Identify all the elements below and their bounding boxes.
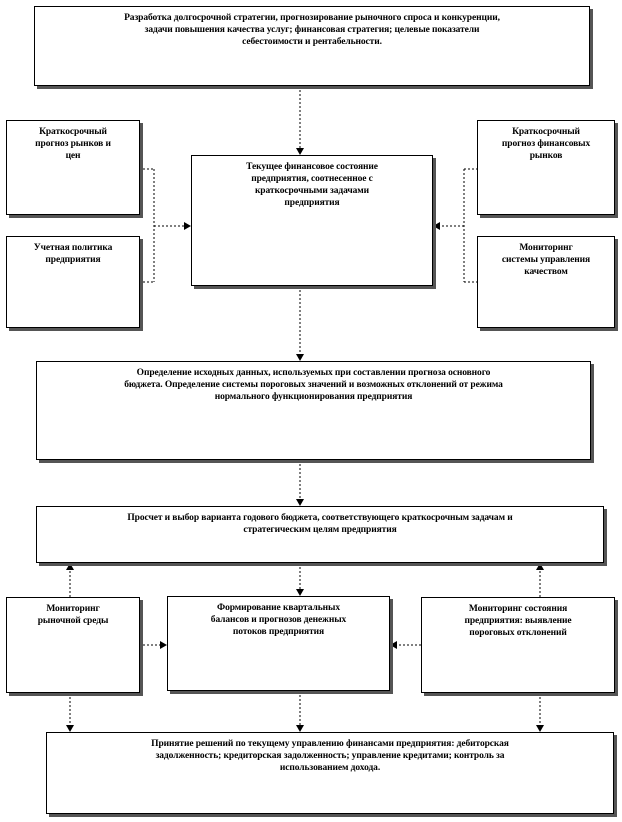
current-management-decisions-box: Принятие решений по текущему управлению … [46, 732, 614, 814]
initial-data-definition-box: Определение исходных данных, используемы… [36, 361, 591, 460]
quality-management-monitoring-box: Мониторинг системы управления качеством [477, 236, 615, 328]
accounting-policy-box: Учетная политика предприятия [6, 236, 140, 328]
annual-budget-selection-box: Просчет и выбор варианта годового бюджет… [36, 506, 604, 563]
enterprise-state-monitoring-box: Мониторинг состояния предприятия: выявле… [421, 597, 615, 693]
long-term-strategy-box: Разработка долгосрочной стратегии, прогн… [34, 6, 590, 86]
market-environment-monitoring-box: Мониторинг рыночной среды [6, 597, 140, 693]
short-term-market-forecast-box: Краткосрочный прогноз рынков и цен [6, 120, 140, 215]
current-financial-state-box: Текущее финансовое состояние предприятия… [191, 155, 433, 286]
quarterly-balances-forecast-box: Формирование квартальных балансов и прог… [167, 596, 390, 691]
short-term-financial-markets-forecast-box: Краткосрочный прогноз финансовых рынков [477, 120, 615, 215]
